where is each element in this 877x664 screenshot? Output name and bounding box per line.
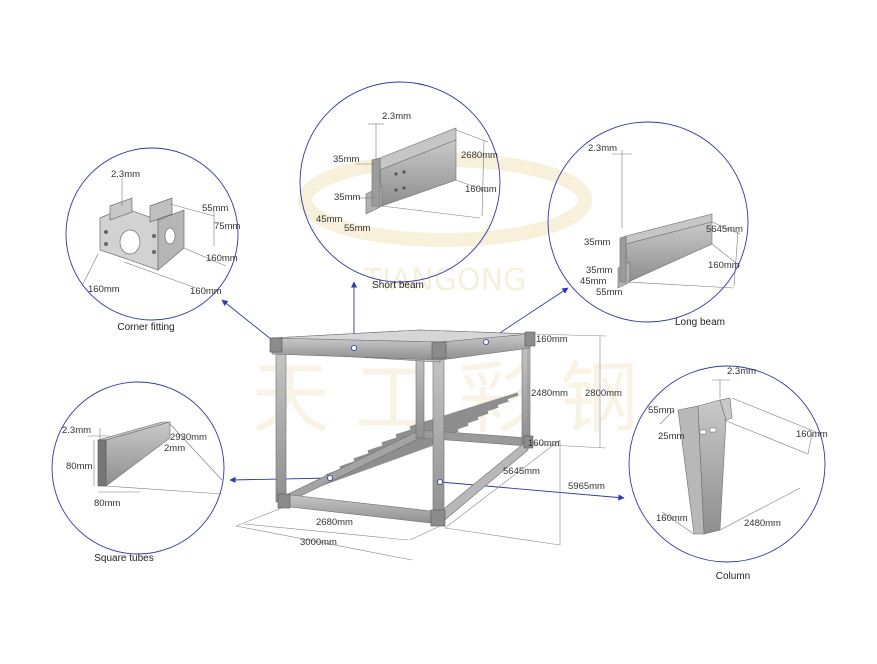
frame-dim-w-outer: 3000mm	[300, 537, 337, 548]
corner-dim-c: 160mm	[206, 253, 238, 264]
long-beam-dim-b: 35mm	[586, 265, 612, 276]
column-dim-b: 25mm	[658, 431, 684, 442]
watermark-brand: TIANGONG	[363, 263, 527, 298]
short-beam-dim-b: 35mm	[334, 192, 360, 203]
short-beam-dim-t: 2.3mm	[382, 111, 411, 122]
corner-dim-d: 160mm	[88, 284, 120, 295]
detail-square-tubes: 2.3mm 80mm 80mm 2930mm 2mm Square tubes	[51, 381, 225, 564]
long-beam-dim-len: 5645mm	[706, 224, 743, 235]
corner-fitting-caption: Corner fitting	[117, 322, 174, 333]
long-beam-dim-d: 55mm	[596, 287, 622, 298]
container-frame	[269, 329, 536, 527]
square-tubes-dim-a: 80mm	[66, 461, 92, 472]
detail-circle-column	[628, 365, 826, 563]
short-beam-dim-c: 45mm	[316, 214, 342, 225]
frame-dim-h-top: 160mm	[536, 334, 568, 345]
short-beam-dim-d: 55mm	[344, 223, 370, 234]
detail-long-beam: 2.3mm 35mm 35mm 45mm 55mm 5645mm 160mm L…	[547, 121, 749, 328]
column-dim-a: 55mm	[648, 405, 674, 416]
short-beam-dim-a: 35mm	[333, 154, 359, 165]
column-caption: Column	[716, 571, 750, 582]
detail-circle-square-tubes	[51, 381, 225, 555]
corner-dim-e: 160mm	[190, 286, 222, 297]
column-dim-t: 2.3mm	[727, 366, 756, 377]
short-beam-dim-h: 160mm	[465, 184, 497, 195]
long-beam-dim-h: 160mm	[708, 260, 740, 271]
watermark: TIANGONG 天 工 彩 钢	[252, 153, 638, 444]
long-beam-dim-t: 2.3mm	[588, 143, 617, 154]
frame-dim-h-total: 2800mm	[585, 388, 622, 399]
detail-short-beam: 2.3mm 35mm 35mm 45mm 55mm 2680mm 160mm S…	[299, 81, 501, 291]
short-beam-caption: Short beam	[372, 280, 424, 291]
connector-column	[439, 481, 625, 501]
detail-circle-corner-fitting	[65, 147, 239, 321]
detail-circle-long-beam	[547, 121, 749, 323]
corner-dim-t: 2.3mm	[111, 169, 140, 180]
frame-dim-h-mid: 2480mm	[531, 388, 568, 399]
square-tubes-dim-len: 2930mm	[170, 432, 207, 443]
frame-dim-w-inner: 2680mm	[316, 517, 353, 528]
front-right-column	[432, 341, 445, 525]
long-beam-dim-a: 35mm	[584, 237, 610, 248]
square-tubes-dim-c: 2mm	[164, 443, 185, 454]
column-dim-c: 160mm	[796, 429, 828, 440]
detail-column: 2.3mm 55mm 25mm 160mm 160mm 2480mm Colum…	[628, 365, 828, 582]
frame-dimension-lines	[235, 333, 607, 561]
column-dim-d: 160mm	[656, 513, 688, 524]
detail-corner-fitting: 2.3mm 55mm 75mm 160mm 160mm 160mm Corner…	[65, 147, 240, 333]
square-tubes-dim-b: 80mm	[94, 498, 120, 509]
corner-dim-b: 75mm	[214, 221, 240, 232]
detail-circle-short-beam	[299, 81, 501, 283]
front-left-column	[275, 341, 287, 503]
long-beam-caption: Long beam	[675, 317, 725, 328]
connector-corner-fitting	[221, 299, 273, 341]
short-beam-dim-len: 2680mm	[461, 150, 498, 161]
long-beam-dim-c: 45mm	[580, 276, 606, 287]
corner-fittings	[269, 331, 536, 527]
corner-dim-a: 55mm	[202, 203, 228, 214]
frame-dim-l-inner: 5645mm	[503, 466, 540, 477]
frame-dim-h-bot: 160mm	[528, 438, 560, 449]
square-tubes-dim-t: 2.3mm	[62, 425, 91, 436]
square-tubes-caption: Square tubes	[94, 553, 154, 564]
frame-dim-l-outer: 5965mm	[568, 481, 605, 492]
column-dim-len: 2480mm	[744, 518, 781, 529]
